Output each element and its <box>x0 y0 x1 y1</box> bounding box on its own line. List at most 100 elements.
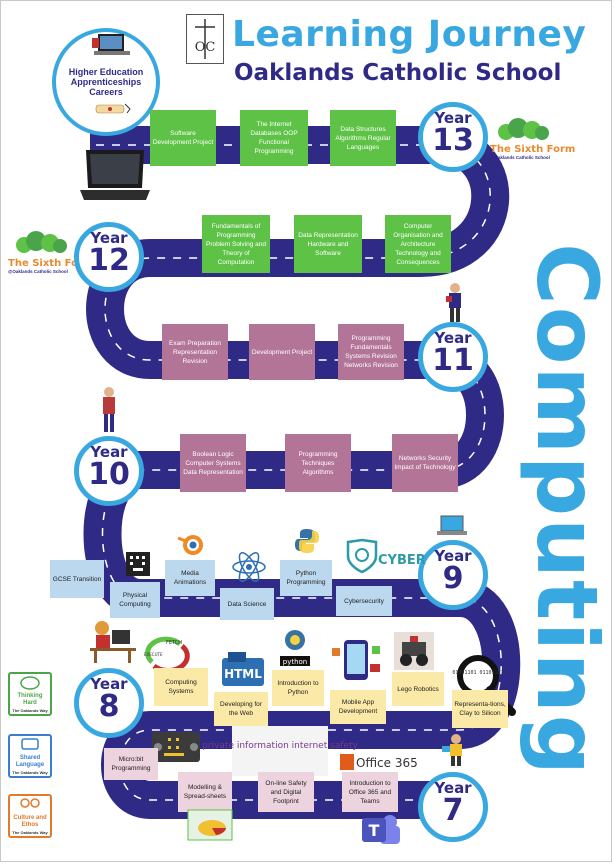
python-logo-icon: python <box>278 626 312 668</box>
topic-box: Networks Security Impact of Technology <box>392 434 458 492</box>
speech-bubble-icon <box>21 738 39 750</box>
school-name: Oaklands Catholic School <box>234 60 562 86</box>
diploma-icon <box>94 100 134 118</box>
topic-box: Media Animations <box>165 560 215 596</box>
svg-text:T: T <box>369 821 380 840</box>
sixth-form-sub: @Oaklands Catholic School <box>490 155 550 160</box>
badge-shared-language: Shared Language The Oaklands Way <box>8 734 52 778</box>
student-figure-icon <box>440 732 472 766</box>
topic-box: Physical Computing <box>110 582 160 618</box>
svg-text:private information internet s: private information internet safety <box>202 741 358 751</box>
topic-box: Micro:bit Programming <box>104 748 158 780</box>
badge-sub: The Oaklands Way <box>12 830 48 835</box>
svg-text:OC: OC <box>195 40 216 55</box>
teams-logo-icon: T <box>358 812 402 848</box>
topic-box: GCSE Transition <box>50 560 104 598</box>
school-logo: OC <box>186 14 224 64</box>
topic-box: Python Programming <box>280 560 332 596</box>
svg-text:Office 365: Office 365 <box>356 756 418 770</box>
laptop-icon <box>92 32 132 60</box>
futures-text: Higher Education Apprenticeships Careers <box>58 67 154 97</box>
svg-text:CYBER: CYBER <box>378 553 426 568</box>
topic-box: Developing for the Web <box>214 692 268 726</box>
tree-icon <box>16 231 67 253</box>
sixth-form-name: The Sixth Form <box>8 258 94 269</box>
topic-box: Exam Preparation Representation Revision <box>162 324 228 380</box>
topic-box: Software Development Project <box>150 110 216 166</box>
svg-text:HTML: HTML <box>224 667 262 681</box>
spreadsheet-chart-icon <box>186 808 238 844</box>
topic-box: Modelling & Spread-sheets <box>178 772 232 812</box>
badge-sub: The Oaklands Way <box>12 770 48 775</box>
topic-box: Data Representation Hardware and Softwar… <box>294 215 362 273</box>
badge-title: Shared Language <box>15 755 45 768</box>
laptop-image <box>78 148 152 204</box>
futures-line-3: Careers <box>89 87 123 97</box>
internet-safety-word-cloud: private information internet safety <box>202 726 359 776</box>
topic-box: Data Science <box>220 588 274 620</box>
topic-box: Representa-tions, Clay to Silicon <box>452 690 508 728</box>
svg-text:EXECUTE: EXECUTE <box>144 652 163 657</box>
atom-icon <box>228 548 270 586</box>
svg-text:FETCH: FETCH <box>166 640 182 646</box>
sixth-form-logo-top: The Sixth Form @Oaklands Catholic School <box>490 118 576 160</box>
topic-box: Programming Fundamentals Systems Revisio… <box>338 324 404 380</box>
sixth-form-name: The Sixth Form <box>490 144 576 155</box>
tree-icon <box>498 118 549 140</box>
people-icon <box>20 798 40 808</box>
topic-box: Mobile App Development <box>330 690 386 724</box>
microbit-icon <box>150 730 202 764</box>
blender-icon <box>176 530 206 558</box>
python-logo-icon <box>292 526 322 556</box>
topic-box: Development Project <box>249 324 315 380</box>
topic-box: Computing Systems <box>154 668 208 706</box>
topic-box: Data Structures Algorithms Regular Langu… <box>330 110 396 166</box>
html-logo-icon: HTML <box>218 652 268 692</box>
microbit-board-icon <box>124 550 152 578</box>
laptop-icon <box>436 514 468 538</box>
subject-title: Computing <box>518 215 614 805</box>
badge-sub: The Oaklands Way <box>12 708 48 713</box>
student-figure-icon <box>444 282 466 324</box>
cyber-logo: CYBER <box>342 538 426 576</box>
topic-box: Fundamentals of Programming Problem Solv… <box>202 215 270 273</box>
badge-thinking-hard: Thinking Hard The Oaklands Way <box>8 672 52 716</box>
futures-line-2: Apprenticeships <box>70 77 142 87</box>
badge-culture-ethos: Culture and Ethos The Oaklands Way <box>8 794 52 838</box>
magnifier-icon: 01001101 01101101 <box>452 652 518 718</box>
sixth-form-sub: @Oaklands Catholic School <box>8 269 68 274</box>
topic-box: Lego Robotics <box>392 672 444 706</box>
badge-title: Thinking Hard <box>17 693 43 706</box>
svg-text:python: python <box>283 658 308 666</box>
mobile-app-icon <box>330 636 382 684</box>
topic-box: Introduction to Python <box>272 670 324 706</box>
fetch-execute-cycle-icon: FETCH EXECUTE <box>142 636 192 673</box>
student-desk-icon <box>86 618 138 664</box>
topic-box: Boolean Logic Computer Systems Data Repr… <box>180 434 246 492</box>
topic-box: Introduction to Office 365 and Teams <box>342 772 398 812</box>
futures-line-1: Higher Education <box>68 67 144 77</box>
svg-text:01001101 01101101: 01001101 01101101 <box>452 670 503 676</box>
subject-title-text: Computing <box>518 243 614 777</box>
brain-icon <box>20 676 40 690</box>
office-365-logo: Office 365 <box>340 752 418 772</box>
topic-box: Programming Techniques Algorithms <box>285 434 351 492</box>
badge-title: Culture and Ethos <box>13 815 47 828</box>
topic-box: Computer Organisation and Architecture T… <box>385 215 451 273</box>
lego-robot-icon <box>394 632 434 670</box>
page-title: Learning Journey <box>232 14 587 55</box>
topic-box: The Internet Databases OOP Functional Pr… <box>240 110 308 166</box>
topic-box: Cybersecurity <box>336 586 392 616</box>
cross-icon: OC <box>195 19 216 59</box>
topic-box: On-line Safety and Digital Footprint <box>258 772 314 812</box>
sixth-form-logo-left: The Sixth Form @Oaklands Catholic School <box>8 230 94 274</box>
student-figure-icon <box>98 386 120 436</box>
